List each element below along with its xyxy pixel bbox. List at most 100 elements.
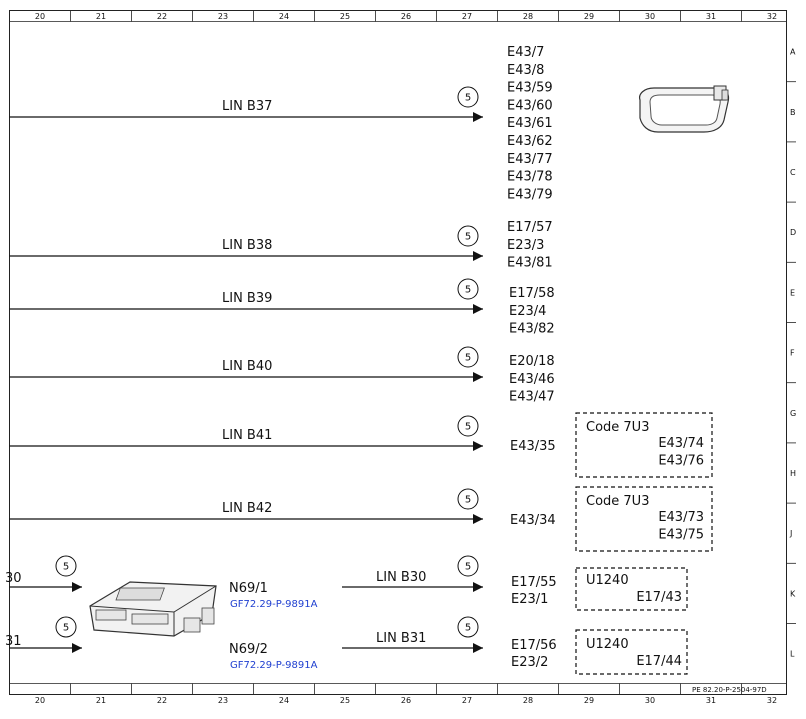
marker-circle — [55, 555, 77, 577]
option-box-frame — [575, 412, 713, 478]
row-letter: C — [790, 168, 796, 177]
lin-line-group: LIN B375E43/7E43/8E43/59E43/60E43/61E43/… — [9, 45, 556, 528]
connector-illustration — [639, 85, 730, 133]
row-letter: H — [790, 469, 796, 478]
option-box-frame — [575, 629, 688, 675]
option-box-frame — [575, 486, 713, 552]
column-number: 22 — [157, 696, 167, 705]
column-number: 32 — [767, 696, 777, 705]
column-number: 21 — [96, 696, 106, 705]
marker-number: 5 — [465, 285, 471, 296]
column-number: 30 — [645, 12, 655, 21]
column-number: 25 — [340, 12, 350, 21]
row-letter: B — [790, 108, 796, 117]
marker-number: 5 — [465, 232, 471, 243]
lin-label: LIN B42 — [222, 501, 272, 516]
column-number: 25 — [340, 696, 350, 705]
marker-number: 5 — [465, 422, 471, 433]
column-number: 22 — [157, 12, 167, 21]
column-number: 31 — [706, 696, 716, 705]
lin-label: LIN B31 — [376, 631, 426, 646]
component-code: E23/2 — [511, 655, 548, 670]
component-code: E17/56 — [511, 638, 557, 653]
option-box-code: E43/73 — [658, 510, 704, 525]
component-code: E43/62 — [507, 134, 553, 149]
marker-number: 5 — [63, 562, 69, 573]
component-code: E43/35 — [510, 439, 556, 454]
column-number: 29 — [584, 12, 594, 21]
component-code: E43/34 — [510, 513, 556, 528]
column-number: 29 — [584, 696, 594, 705]
component-code: E43/82 — [509, 322, 555, 337]
module-document-link[interactable]: GF72.29-P-9891A — [230, 660, 318, 671]
component-code: E43/78 — [507, 170, 553, 185]
marker-circle — [457, 616, 479, 638]
option-box-code: E17/43 — [636, 590, 682, 605]
lin-label: LIN B41 — [222, 428, 272, 443]
component-code: E43/60 — [507, 98, 553, 113]
component-code: E23/1 — [511, 592, 548, 607]
column-number: 30 — [645, 696, 655, 705]
column-number: 20 — [35, 12, 45, 21]
component-code: E23/4 — [509, 304, 546, 319]
component-code: E43/79 — [507, 187, 553, 202]
marker-number: 5 — [465, 353, 471, 364]
module-id: N69/2 — [229, 642, 268, 657]
option-box-title: U1240 — [586, 573, 629, 588]
option-box-title: Code 7U3 — [586, 420, 649, 435]
component-code: E20/18 — [509, 354, 555, 369]
component-code: E43/59 — [507, 81, 553, 96]
component-code: E17/58 — [509, 286, 555, 301]
component-code: E43/8 — [507, 63, 544, 78]
component-code: E43/61 — [507, 116, 553, 131]
control-module-illustration — [89, 581, 217, 637]
edge-label-31: 31 — [5, 634, 22, 649]
option-box-title: U1240 — [586, 637, 629, 652]
row-letter: E — [790, 288, 795, 297]
component-code: E43/46 — [509, 372, 555, 387]
row-letter: L — [790, 650, 795, 659]
edge-label-30: 30 — [5, 571, 22, 586]
marker-circle — [457, 278, 479, 300]
lin-label: LIN B37 — [222, 99, 272, 114]
lin-line-1: LIN B375E43/7E43/8E43/59E43/60E43/61E43/… — [9, 45, 553, 202]
option-box-code: E43/76 — [658, 454, 704, 469]
module-document-link[interactable]: GF72.29-P-9891A — [230, 599, 318, 610]
option-box-code: E43/74 — [658, 436, 704, 451]
column-number: 24 — [279, 696, 289, 705]
marker-circle — [457, 415, 479, 437]
component-code: E17/57 — [507, 220, 553, 235]
option-box-title: Code 7U3 — [586, 494, 649, 509]
row-letter: D — [790, 228, 796, 237]
marker-number: 5 — [465, 93, 471, 104]
marker-number: 5 — [465, 623, 471, 634]
column-number: 20 — [35, 696, 45, 705]
row-letter: A — [790, 48, 796, 57]
marker-number: 5 — [465, 562, 471, 573]
column-number: 23 — [218, 696, 228, 705]
column-number: 28 — [523, 696, 533, 705]
marker-circle — [457, 555, 479, 577]
module-id: N69/1 — [229, 581, 268, 596]
row-letter: G — [790, 409, 796, 418]
row-letter: J — [789, 529, 792, 538]
marker-circle — [457, 225, 479, 247]
component-code: E23/3 — [507, 238, 544, 253]
column-number: 31 — [706, 12, 716, 21]
lin-label: LIN B39 — [222, 291, 272, 306]
row-letter: F — [790, 349, 795, 358]
